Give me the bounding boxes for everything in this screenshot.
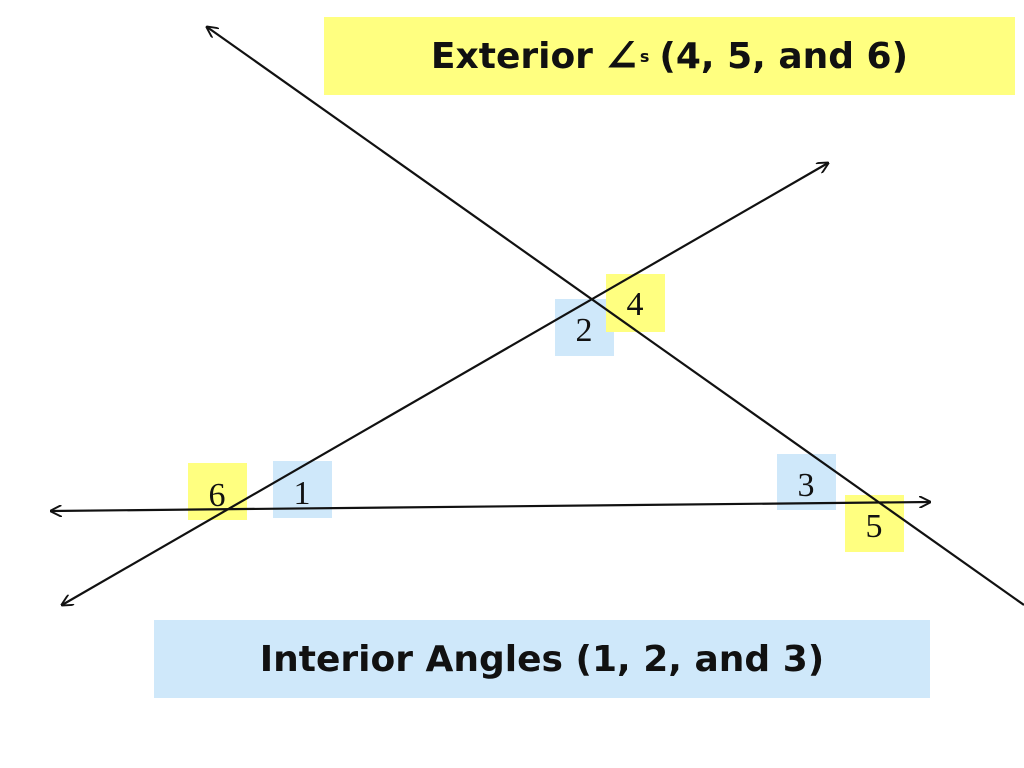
angle-4-label: 4 [627, 286, 644, 323]
angle-2-label: 2 [576, 312, 593, 349]
plural-suffix: s [639, 46, 650, 66]
descending-line [207, 27, 1024, 606]
interior-label: Interior Angles (1, 2, and 3) [259, 638, 825, 680]
horizontal-line [51, 502, 930, 511]
interior-angles-banner: Interior Angles (1, 2, and 3) [154, 620, 930, 698]
angle-6-label: 6 [209, 477, 226, 514]
exterior-values: (4, 5, and 6) [659, 35, 909, 77]
angle-1-label: 1 [294, 475, 311, 512]
angle-5-label: 5 [866, 508, 883, 545]
angle-symbol-icon: ∠ [602, 30, 640, 82]
ascending-line [62, 163, 828, 605]
angle-3-label: 3 [798, 467, 815, 504]
exterior-angles-banner: Exterior ∠ s (4, 5, and 6) [324, 17, 1015, 95]
exterior-word: Exterior [430, 35, 593, 77]
